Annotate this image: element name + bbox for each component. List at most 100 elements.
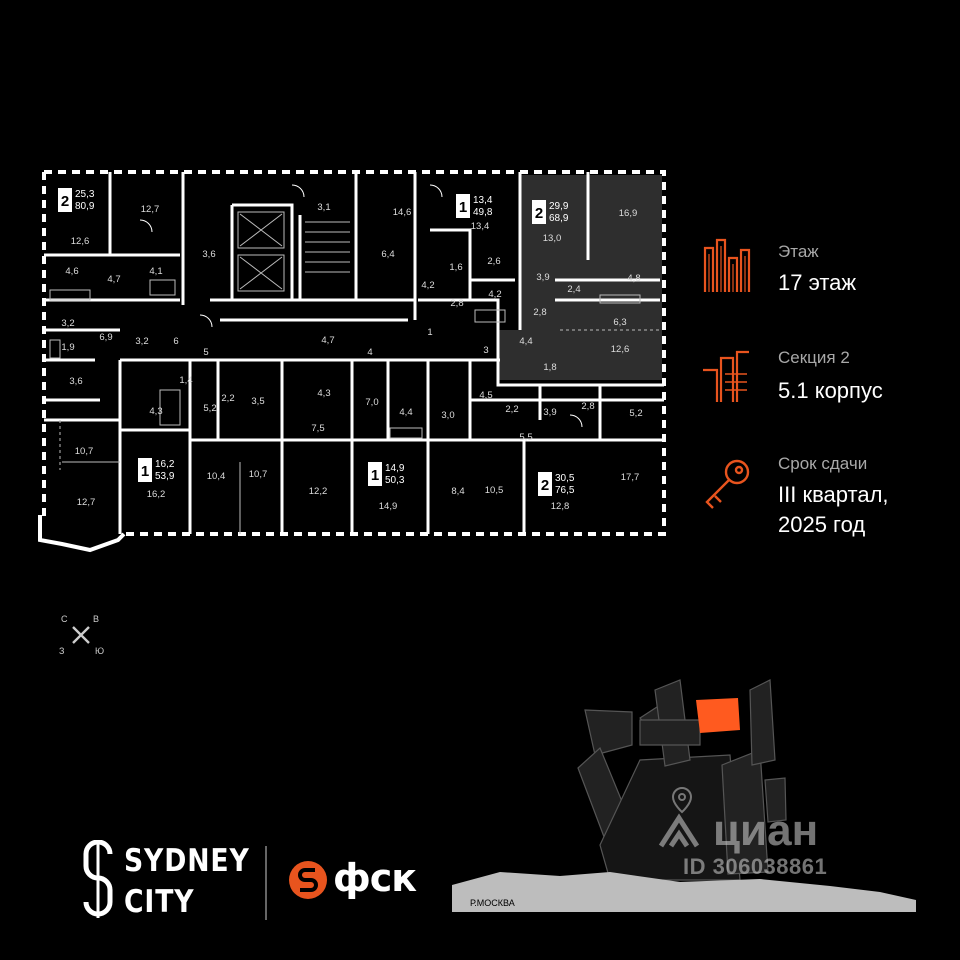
room-area: 14,9 bbox=[379, 501, 398, 512]
location-pin-icon bbox=[671, 786, 693, 814]
compass-north: С bbox=[61, 614, 68, 624]
river-label: Р.МОСКВА bbox=[470, 898, 515, 908]
room-area: 1 bbox=[427, 327, 432, 338]
room-area: 3,9 bbox=[536, 272, 549, 283]
room-area: 4,2 bbox=[488, 289, 501, 300]
room-area: 4,5 bbox=[479, 390, 492, 401]
room-area: 13,4 bbox=[471, 221, 490, 232]
total-area: 76,5 bbox=[555, 485, 575, 496]
sydney-city-logo bbox=[80, 839, 116, 925]
room-area: 16,9 bbox=[619, 208, 638, 219]
room-area: 1,9 bbox=[61, 342, 74, 353]
room-area: 10,7 bbox=[249, 469, 268, 480]
room-area: 4,8 bbox=[627, 273, 640, 284]
room-area: 4,3 bbox=[317, 388, 330, 399]
rooms-count: 1 bbox=[141, 463, 149, 480]
living-area: 29,9 bbox=[549, 201, 569, 212]
room-area: 4,4 bbox=[519, 336, 532, 347]
room-area: 10,4 bbox=[207, 471, 226, 482]
fsk-logo-icon bbox=[289, 861, 327, 899]
room-area: 5 bbox=[203, 347, 208, 358]
fixtures bbox=[49, 211, 662, 534]
interior-walls bbox=[44, 172, 664, 534]
room-area: 7,5 bbox=[311, 423, 324, 434]
room-area: 2,8 bbox=[450, 298, 463, 309]
room-area: 4 bbox=[367, 347, 372, 358]
floor-value: 17 этаж bbox=[778, 270, 857, 295]
apartment-badge: 2 25,380,9 bbox=[58, 188, 95, 212]
room-area: 4,6 bbox=[65, 266, 78, 277]
room-area: 4,7 bbox=[321, 335, 334, 346]
section-value: 5.1 корпус bbox=[778, 378, 883, 403]
badge-box bbox=[538, 472, 552, 496]
room-area: 3 bbox=[483, 345, 488, 356]
sydney-text-line1: SYDNEY bbox=[124, 843, 250, 879]
compass-west: З bbox=[59, 646, 65, 656]
room-area: 3,6 bbox=[202, 249, 215, 260]
room-area: 3,6 bbox=[69, 376, 82, 387]
room-area: 3,5 bbox=[251, 396, 264, 407]
rooms-count: 1 bbox=[371, 467, 379, 484]
sydney-s-icon bbox=[83, 839, 113, 918]
logo-divider bbox=[265, 846, 267, 920]
outer-walls bbox=[42, 170, 666, 536]
room-area: 12,7 bbox=[77, 497, 96, 508]
sydney-text-line2: CITY bbox=[124, 884, 195, 920]
rooms-count: 2 bbox=[61, 193, 69, 210]
deadline-label: Срок сдачи bbox=[778, 454, 868, 473]
total-area: 50,3 bbox=[385, 475, 405, 486]
room-area: 8,4 bbox=[451, 486, 464, 497]
room-area: 4,1 bbox=[149, 266, 162, 277]
room-area: 3,9 bbox=[543, 407, 556, 418]
room-area: 5,2 bbox=[203, 403, 216, 414]
room-area-labels: 12,7 1 2,6 4,6 4,7 4,1 3,2 6,9 1,9 3,2 6 3,6 10,7 1 2,… bbox=[61, 202, 642, 512]
room-area: 6,9 bbox=[99, 332, 112, 343]
compass-south: Ю bbox=[95, 646, 105, 656]
room-area: 2,2 bbox=[221, 393, 234, 404]
sold-unit-shading bbox=[498, 175, 662, 380]
room-area: 4,2 bbox=[421, 280, 434, 291]
badge-box bbox=[138, 458, 152, 482]
room-area: 3,0 bbox=[441, 410, 454, 421]
room-area: 10,7 bbox=[75, 446, 94, 457]
bay-window bbox=[38, 515, 126, 553]
living-area: 30,5 bbox=[555, 473, 575, 484]
room-area: 1,6 bbox=[449, 262, 462, 273]
room-area: 3,2 bbox=[61, 318, 74, 329]
watermark-id: ID 306038861 bbox=[683, 854, 828, 879]
deadline-value-line1: III квартал, bbox=[778, 482, 889, 507]
section-icon bbox=[703, 350, 749, 402]
room-area: 3,2 bbox=[135, 336, 148, 347]
living-area: 14,9 bbox=[385, 463, 405, 474]
room-area: 6 bbox=[173, 336, 178, 347]
room-area: 2,8 bbox=[533, 307, 546, 318]
site-map bbox=[577, 679, 787, 881]
fsk-logo-text: фск bbox=[333, 856, 417, 900]
room-area: 2,6 bbox=[487, 256, 500, 267]
room-area: 17,7 bbox=[621, 472, 640, 483]
living-area: 25,3 bbox=[75, 189, 95, 200]
rooms-count: 1 bbox=[459, 199, 467, 216]
total-area: 53,9 bbox=[155, 471, 175, 482]
total-area: 68,9 bbox=[549, 213, 569, 224]
room-area: 2,4 bbox=[567, 284, 580, 295]
room-area: 14,6 bbox=[393, 207, 412, 218]
badge-box bbox=[58, 188, 72, 212]
room-area: 2,2 bbox=[505, 404, 518, 415]
section-label: Секция 2 bbox=[778, 348, 850, 367]
watermark-brand: циан bbox=[713, 806, 819, 855]
room-area: 4,3 bbox=[149, 406, 162, 417]
room-area: 4,7 bbox=[107, 274, 120, 285]
room-area: 3,1 bbox=[317, 202, 330, 213]
room-area: 13,0 bbox=[543, 233, 562, 244]
highlighted-building bbox=[696, 698, 740, 733]
badge-box bbox=[368, 462, 382, 486]
deadline-value-line2: 2025 год bbox=[778, 512, 866, 537]
total-area: 80,9 bbox=[75, 201, 95, 212]
key-icon bbox=[705, 459, 750, 509]
cian-house-icon bbox=[658, 813, 700, 848]
